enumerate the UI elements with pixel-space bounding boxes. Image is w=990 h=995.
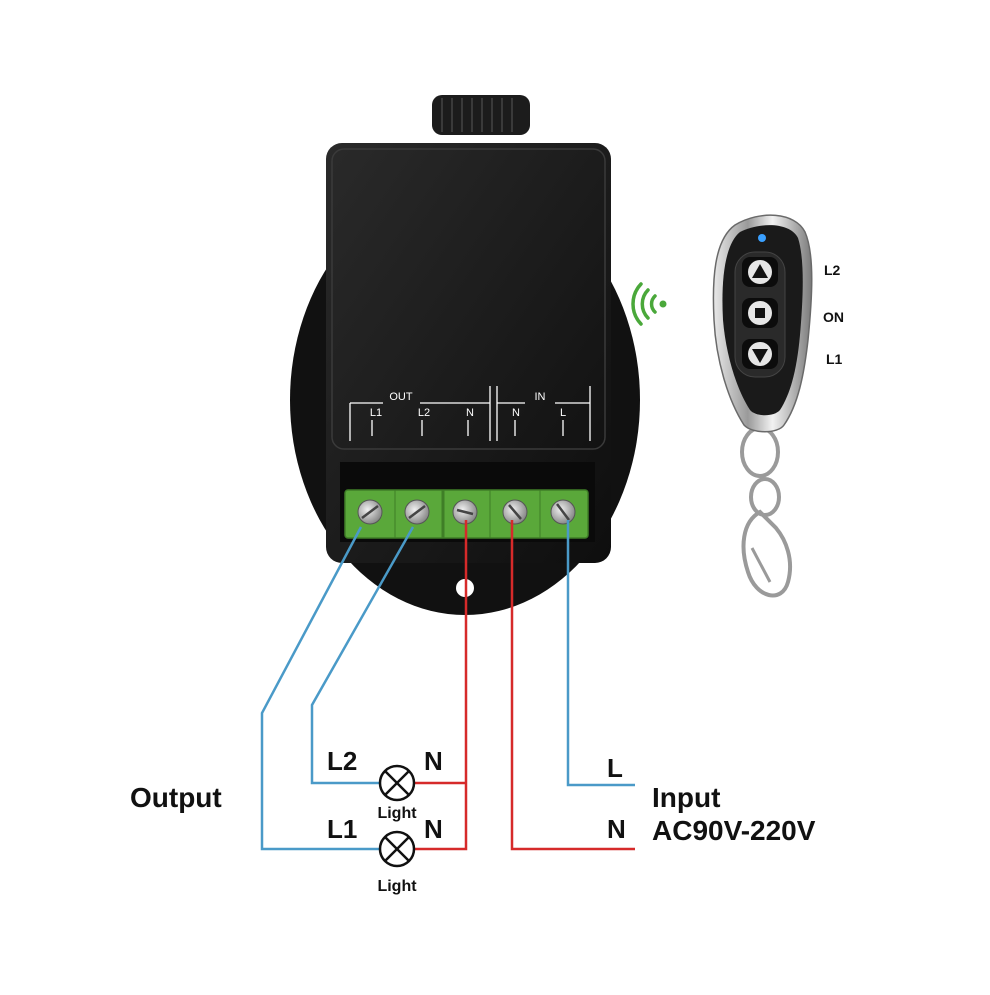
terminal-label-l2: L2 — [418, 407, 430, 419]
input-title: Input — [652, 782, 720, 813]
remote-button-stop[interactable] — [742, 298, 778, 328]
terminal-label-panel — [349, 386, 591, 441]
remote-label-on: ON — [823, 309, 844, 325]
wires — [260, 520, 635, 851]
wire-out-l1 — [260, 526, 380, 851]
relay-module: OUT IN L1 L2 N N L — [290, 95, 640, 615]
lamp-l2 — [378, 764, 416, 802]
wire-out-l2 — [310, 526, 415, 785]
terminal-label-in-n: N — [512, 407, 520, 419]
wire-out-n — [415, 520, 468, 851]
remote-label-l1: L1 — [826, 351, 843, 367]
load-l1-neutral-label: N — [424, 814, 443, 844]
terminal-label-l1: L1 — [370, 407, 382, 419]
wire-in-n — [510, 520, 635, 851]
terminal-screws — [357, 499, 576, 525]
input-voltage: AC90V-220V — [652, 815, 816, 846]
wire-in-l — [566, 520, 635, 787]
remote-control — [712, 214, 813, 598]
terminal-label-in-l: L — [560, 407, 566, 419]
output-title: Output — [130, 782, 222, 813]
wireless-signal-icon — [631, 282, 667, 326]
terminal-label-out-n: N — [466, 407, 474, 419]
remote-button-down[interactable] — [742, 339, 778, 369]
input-neutral-label: N — [607, 814, 626, 844]
keyring — [740, 426, 793, 598]
in-header: IN — [535, 391, 546, 403]
relay-housing — [326, 143, 611, 563]
remote-button-up[interactable] — [742, 257, 778, 287]
load-l1-light-label: Light — [377, 878, 417, 895]
input-line-label: L — [607, 753, 623, 783]
load-l1-line-label: L1 — [327, 814, 357, 844]
load-l2-neutral-label: N — [424, 746, 443, 776]
lamp-l1 — [378, 830, 416, 868]
out-header: OUT — [389, 391, 413, 403]
remote-led — [758, 234, 766, 242]
remote-label-l2: L2 — [824, 262, 841, 278]
load-l2-line-label: L2 — [327, 746, 357, 776]
load-l2-light-label: Light — [377, 805, 417, 822]
